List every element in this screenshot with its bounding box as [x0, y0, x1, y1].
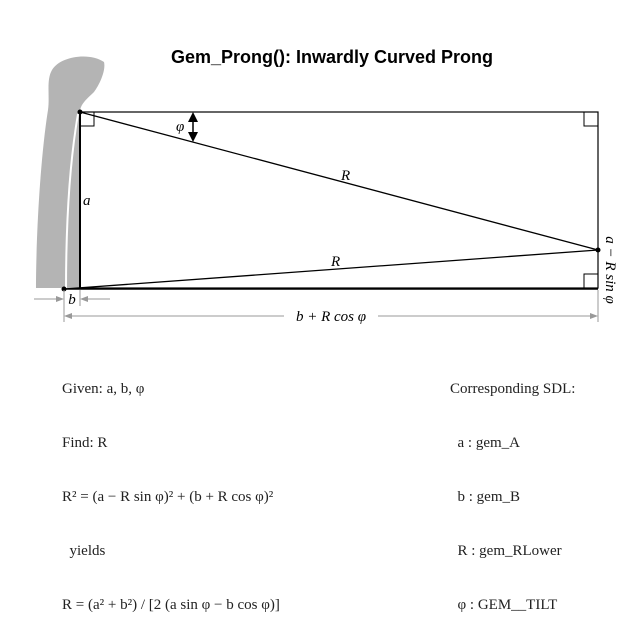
- bottom-dim-arrow-right: [590, 313, 598, 319]
- label-a: a: [83, 193, 91, 209]
- note-line: Find: R: [62, 435, 108, 451]
- radius-line-lower: [63, 249, 599, 290]
- prong-highlight: [65, 113, 79, 291]
- b-arrow-left-head: [56, 296, 64, 302]
- note-line: b : gem_B: [450, 489, 521, 505]
- right-angle-bottom-right: [583, 273, 598, 288]
- vertex-right: [595, 247, 601, 253]
- label-bottom-dim: b + R cos φ: [296, 309, 366, 325]
- right-angle-top-right: [583, 112, 598, 127]
- label-b: b: [68, 292, 76, 308]
- diagram-title: Gem_Prong(): Inwardly Curved Prong: [171, 47, 493, 67]
- vertex-top: [77, 109, 83, 115]
- note-line: a : gem_A: [450, 435, 520, 451]
- right-angle-top-left: [80, 112, 95, 127]
- sdl-notes: Corresponding SDL: a : gem_A b : gem_B R…: [450, 344, 575, 632]
- note-line: R² = (a − R sin φ)² + (b + R cos φ)²: [62, 489, 274, 505]
- radius-line-upper: [79, 111, 599, 251]
- note-line: φ : GEM__TILT: [450, 597, 558, 613]
- label-r-upper: R: [340, 168, 350, 184]
- vertex-bottom: [61, 286, 67, 292]
- note-line: Given: a, b, φ: [62, 381, 145, 397]
- phi-arrow-head-down: [188, 132, 198, 142]
- label-phi: φ: [176, 119, 184, 135]
- label-r-lower: R: [330, 254, 340, 270]
- b-arrow-right-head: [80, 296, 88, 302]
- note-line: R : gem_RLower: [450, 543, 562, 559]
- note-line: yields: [62, 543, 106, 559]
- prong-diagram: Gem_Prong(): Inwardly Curved Prong φ a R…: [34, 47, 618, 325]
- note-line: Corresponding SDL:: [450, 381, 576, 397]
- given-notes: Given: a, b, φ Find: R R² = (a − R sin φ…: [62, 344, 280, 632]
- note-line: R = (a² + b²) / [2 (a sin φ − b cos φ)]: [62, 597, 280, 613]
- bottom-dim-arrow-left: [64, 313, 72, 319]
- phi-arrow-head-up: [188, 112, 198, 122]
- label-right-dim: a − R sin φ: [602, 236, 618, 304]
